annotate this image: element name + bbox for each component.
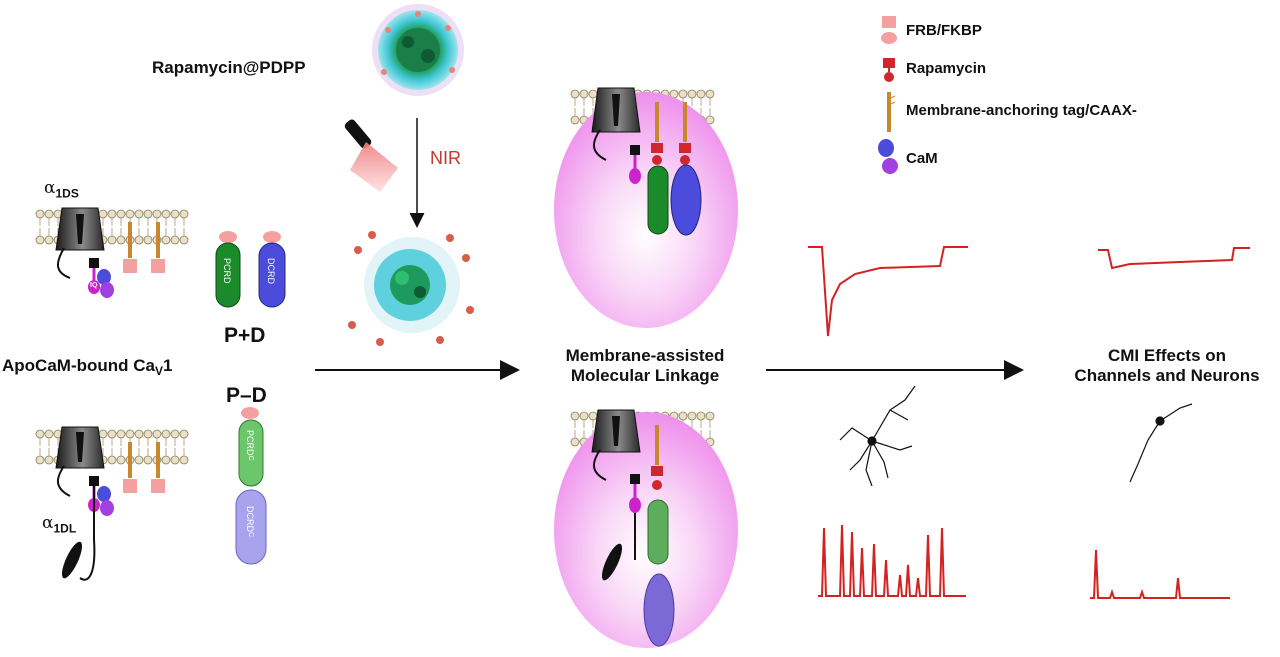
alpha-symbol: α (42, 513, 54, 533)
pcrd-construct (215, 231, 241, 308)
alpha-subscript: 1DL (53, 521, 77, 536)
nir-light-source (344, 119, 398, 192)
pcrd-c-subscript: C (247, 455, 254, 461)
dcrd-c-text: DCRD (245, 506, 255, 532)
dcrd-c-subscript: C (247, 532, 254, 538)
membrane-bottom-left (55, 426, 165, 581)
membrane-linkage-label: Membrane-assisted Molecular Linkage (540, 346, 750, 386)
iq-label: IQ (90, 282, 98, 289)
cmi-effects-line2: Channels and Neurons (1074, 366, 1260, 385)
firing-trace-control (818, 524, 966, 597)
rapamycin-icon (883, 58, 895, 82)
firing-trace-cmi (1090, 549, 1230, 599)
cam-icon (878, 139, 898, 174)
neuron-control (839, 385, 916, 487)
pcrd-c-text: PCRD (245, 430, 255, 456)
pcrd-c-domain-label: PCRDC (245, 430, 255, 461)
cmi-effects-line1: CMI Effects on (1107, 346, 1227, 365)
neuron-cmi (1129, 403, 1193, 483)
current-trace-control (808, 246, 968, 337)
alpha-1ds-label: α1DS (44, 178, 79, 200)
legend-rapamycin: Rapamycin (906, 60, 987, 77)
rapamycin-pdpp-label: Rapamycin@PDPP (152, 58, 306, 77)
membrane-linkage-line2: Molecular Linkage (570, 366, 720, 385)
cell-bottom (554, 409, 738, 648)
nir-label: NIR (430, 148, 461, 168)
nanoparticle-intact (372, 4, 464, 96)
alpha-1dl-label: α1DL (42, 513, 76, 535)
dcrd-construct (258, 231, 286, 308)
dcrd-c-domain-label: DCRDC (245, 506, 255, 537)
cell-top (554, 87, 738, 328)
alpha-symbol: α (44, 178, 56, 198)
cmi-effects-label: CMI Effects on Channels and Neurons (1054, 346, 1280, 386)
dcrd-domain-label: DCRD (266, 258, 276, 284)
membrane-anchor-icon (887, 92, 896, 132)
current-trace-cmi (1098, 247, 1250, 270)
legend-cam: CaM (906, 150, 938, 167)
membrane-top-left (55, 207, 165, 298)
p-minus-d-label: P–D (226, 384, 267, 407)
apocam-suffix: 1 (163, 356, 173, 375)
p-plus-d-label: P+D (224, 324, 266, 347)
legend-frb-fkbp: FRB/FKBP (906, 22, 982, 39)
pcrd-domain-label: PCRD (222, 258, 232, 284)
apocam-subscript: V (154, 364, 163, 378)
legend-membrane-anchor: Membrane-anchoring tag/CAAX- (906, 102, 1137, 119)
alpha-subscript: 1DS (55, 186, 79, 201)
apocam-bound-cav1-label: ApoCaM-bound CaV1 (2, 356, 172, 378)
apocam-prefix: ApoCaM-bound Ca (2, 356, 155, 375)
pcrd-dcrd-construct (235, 407, 267, 565)
frb-fkbp-icon (881, 16, 897, 44)
nanoparticle-dissociated (348, 231, 474, 346)
membrane-linkage-line1: Membrane-assisted (565, 346, 725, 365)
